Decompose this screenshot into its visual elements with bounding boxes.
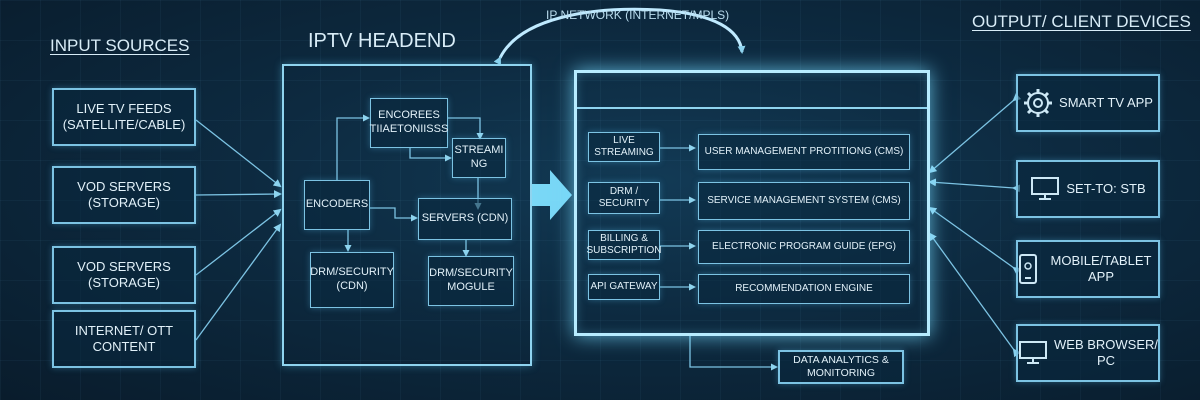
source-vod-1: VOD SERVERS (STORAGE) <box>52 166 196 224</box>
middleware-frame <box>574 70 930 336</box>
wire-live-tv <box>195 119 282 188</box>
device-label: SMART TV APP <box>1059 94 1153 110</box>
wire-enc-servers <box>370 207 418 222</box>
headend-frame <box>282 64 532 366</box>
source-vod-2: VOD SERVERS (STORAGE) <box>52 246 196 304</box>
mw-live-streaming: LIVE STREAMING <box>588 132 660 162</box>
gear-icon <box>1024 89 1053 117</box>
ip-network-arc <box>493 7 746 66</box>
wire-vod-2 <box>195 208 282 276</box>
monitor-icon <box>1031 177 1060 200</box>
mw-user-management: USER MANAGEMENT PROTITIONG (CMS) <box>698 134 910 170</box>
mw-epg: ELECTRONIC PROGRAM GUIDE (EPG) <box>698 230 910 264</box>
device-label: SET-TO: STB <box>1066 180 1146 196</box>
mw-recommendation: RECOMMENDATION ENGINE <box>698 274 910 304</box>
device-mobile: MOBILE/TABLET APP <box>1016 240 1160 298</box>
wire-dev-1 <box>928 93 1022 174</box>
device-label: MOBILE/TABLET APP <box>1050 252 1152 284</box>
mw-api-gateway: API GATEWAY <box>588 274 660 300</box>
monitor-icon <box>1019 341 1047 364</box>
wire-vod-1 <box>195 190 282 199</box>
wire-dev-4 <box>928 232 1021 358</box>
servers-cdn-box: SERVERS (CDN) <box>418 198 512 240</box>
device-stb: SET-TO: STB <box>1016 160 1160 218</box>
mw-billing: BILLING & SUBSCRIPTION <box>587 230 662 260</box>
drm-module-box: DRM/SECURITY MOGULE <box>428 256 514 306</box>
device-smart-tv: SMART TV APP <box>1016 74 1160 132</box>
data-analytics-box: DATA ANALYTICS & MONITORING <box>778 350 904 384</box>
mw-service-management: SERVICE MANAGEMENT SYSTEM (CMS) <box>698 182 910 220</box>
wire-ott <box>195 223 282 341</box>
source-ott: INTERNET/ OTT CONTENT <box>52 310 196 368</box>
source-live-tv: LIVE TV FEEDS (SATELLITE/CABLE) <box>52 88 196 146</box>
wire-dev-3 <box>928 206 1022 275</box>
encoders-box: ENCODERS <box>304 180 370 230</box>
drm-cdn-box: DRM/SECURITY (CDN) <box>310 252 394 308</box>
wire-enc-encores <box>336 114 370 180</box>
wire-encores-stream-2 <box>448 117 484 140</box>
device-label: WEB BROWSER/ PC <box>1054 336 1159 368</box>
encores-box: ENCOREES TIIAETONIISSS <box>370 98 448 148</box>
wire-encores-stream <box>409 147 452 162</box>
middleware-header-bar <box>577 73 927 109</box>
mw-drm-security: DRM / SECURITY <box>588 182 660 214</box>
input-sources-title: INPUT SOURCES <box>50 36 190 55</box>
streaming-box: STREAMI NG <box>452 138 506 178</box>
device-web: WEB BROWSER/ PC <box>1016 324 1160 382</box>
ip-network-label: IP NETWORK (INTERNET/MPLS) <box>546 8 730 22</box>
headend-title: IPTV HEADEND <box>308 30 456 52</box>
wire-dev-2 <box>928 178 1021 193</box>
wire-analytics <box>689 334 778 371</box>
mobile-icon <box>1019 254 1037 284</box>
output-devices-title: OUTPUT/ CLIENT DEVICES <box>972 12 1191 31</box>
big-arrow-icon <box>532 170 572 220</box>
